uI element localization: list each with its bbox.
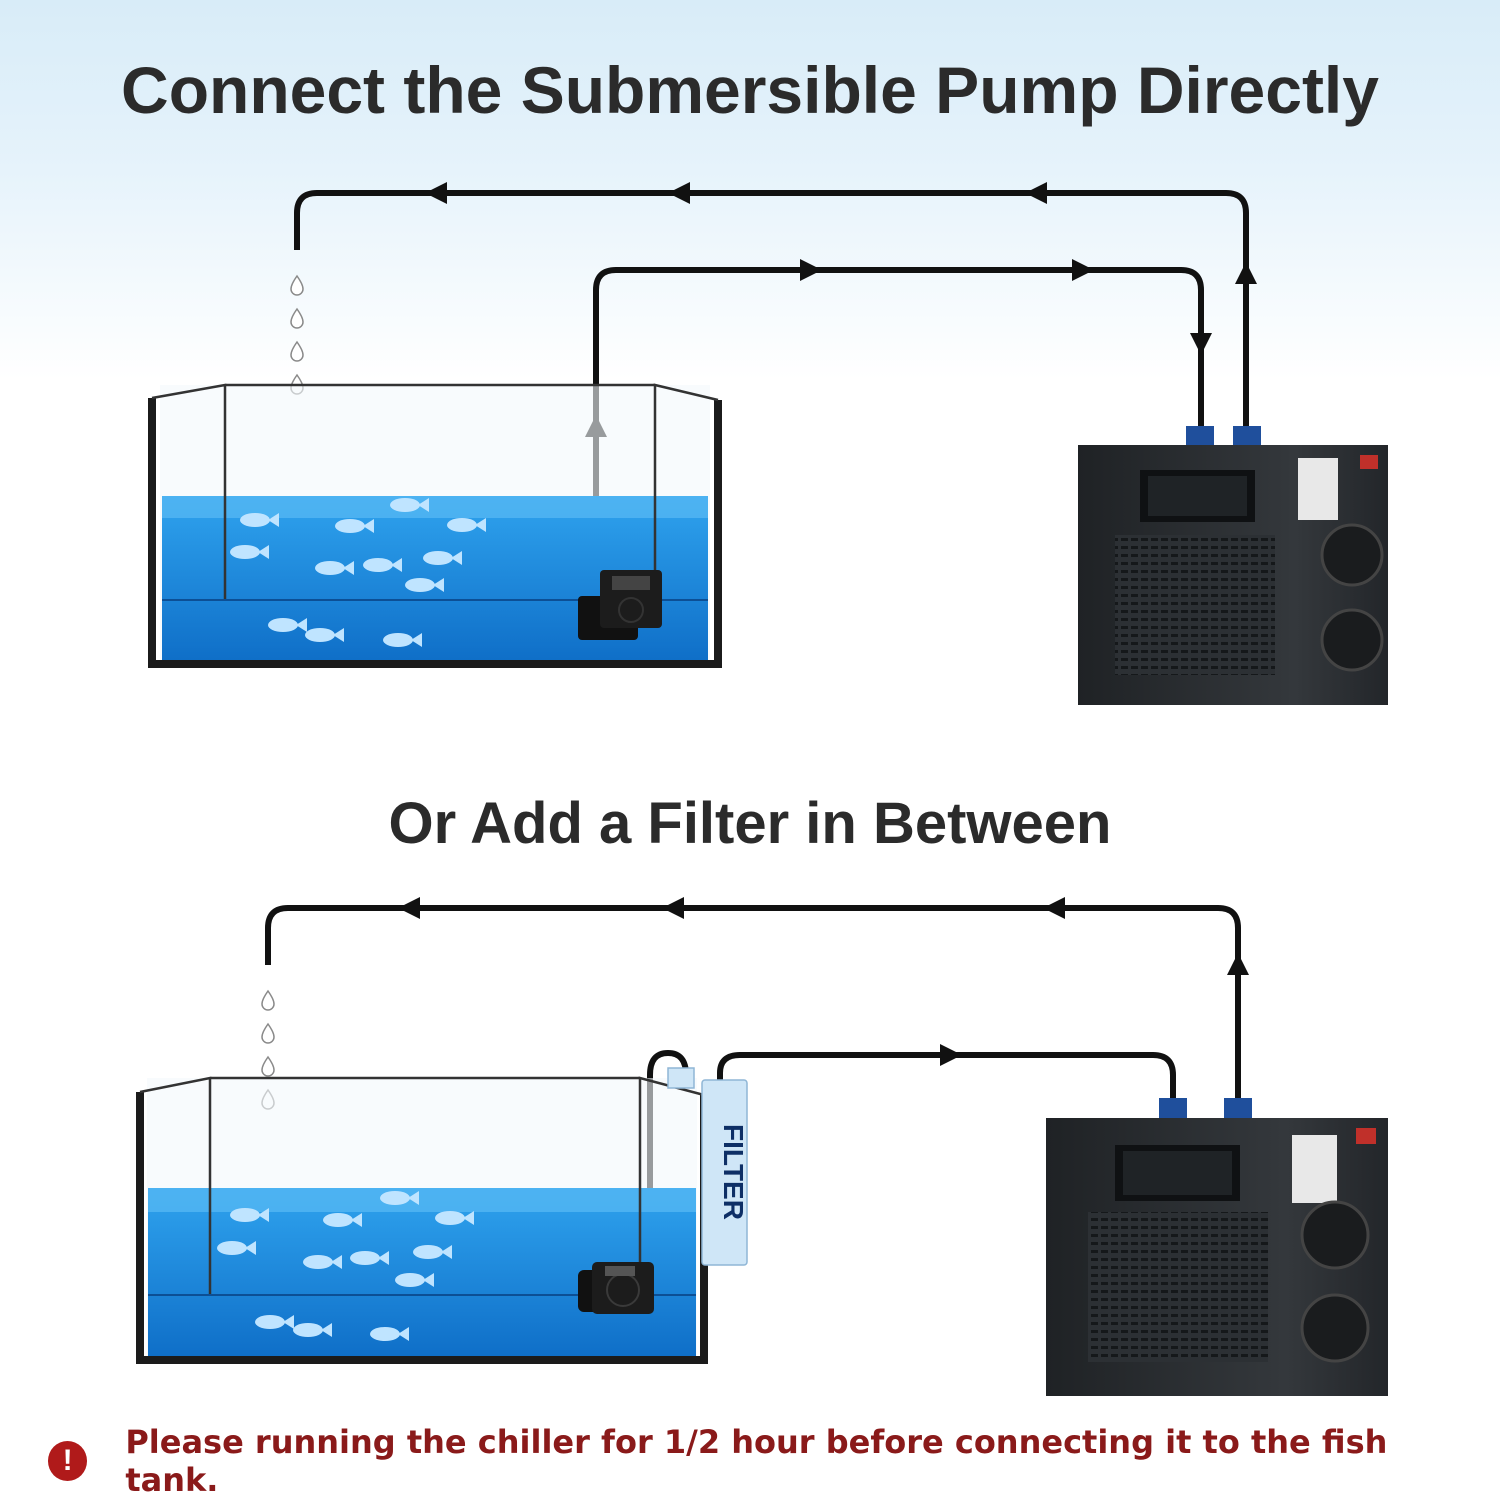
- return-pipe: [265, 905, 1241, 1104]
- warning-text: Please running the chiller for 1/2 hour …: [125, 1423, 1388, 1499]
- warning-note: ! Please running the chiller for 1/2 hou…: [48, 1423, 1468, 1499]
- return-pipe: [294, 190, 1249, 430]
- water-drops: [290, 275, 304, 395]
- supply-pipe: [593, 267, 1204, 600]
- pump-to-filter-pipe: [647, 1049, 689, 1285]
- title-direct: Connect the Submersible Pump Directly: [121, 53, 1379, 127]
- submersible-pump: [578, 1262, 654, 1314]
- submersible-pump: [578, 570, 662, 640]
- exclamation-icon: !: [48, 1441, 88, 1481]
- flow-arrow-icon: [940, 1044, 962, 1066]
- filter-unit: FILTER: [667, 1067, 749, 1266]
- title-filter: Or Add a Filter in Between: [388, 791, 1112, 856]
- chiller-unit: [1046, 1098, 1388, 1396]
- fish-tank: [136, 1076, 708, 1364]
- flow-arrow-icon: [425, 182, 1257, 284]
- filter-setup: FILTER: [136, 897, 1388, 1396]
- direct-setup: [148, 182, 1388, 705]
- chiller-unit: [1078, 426, 1388, 705]
- flow-arrow-icon: [398, 897, 1249, 975]
- filter-label: FILTER: [718, 1124, 749, 1220]
